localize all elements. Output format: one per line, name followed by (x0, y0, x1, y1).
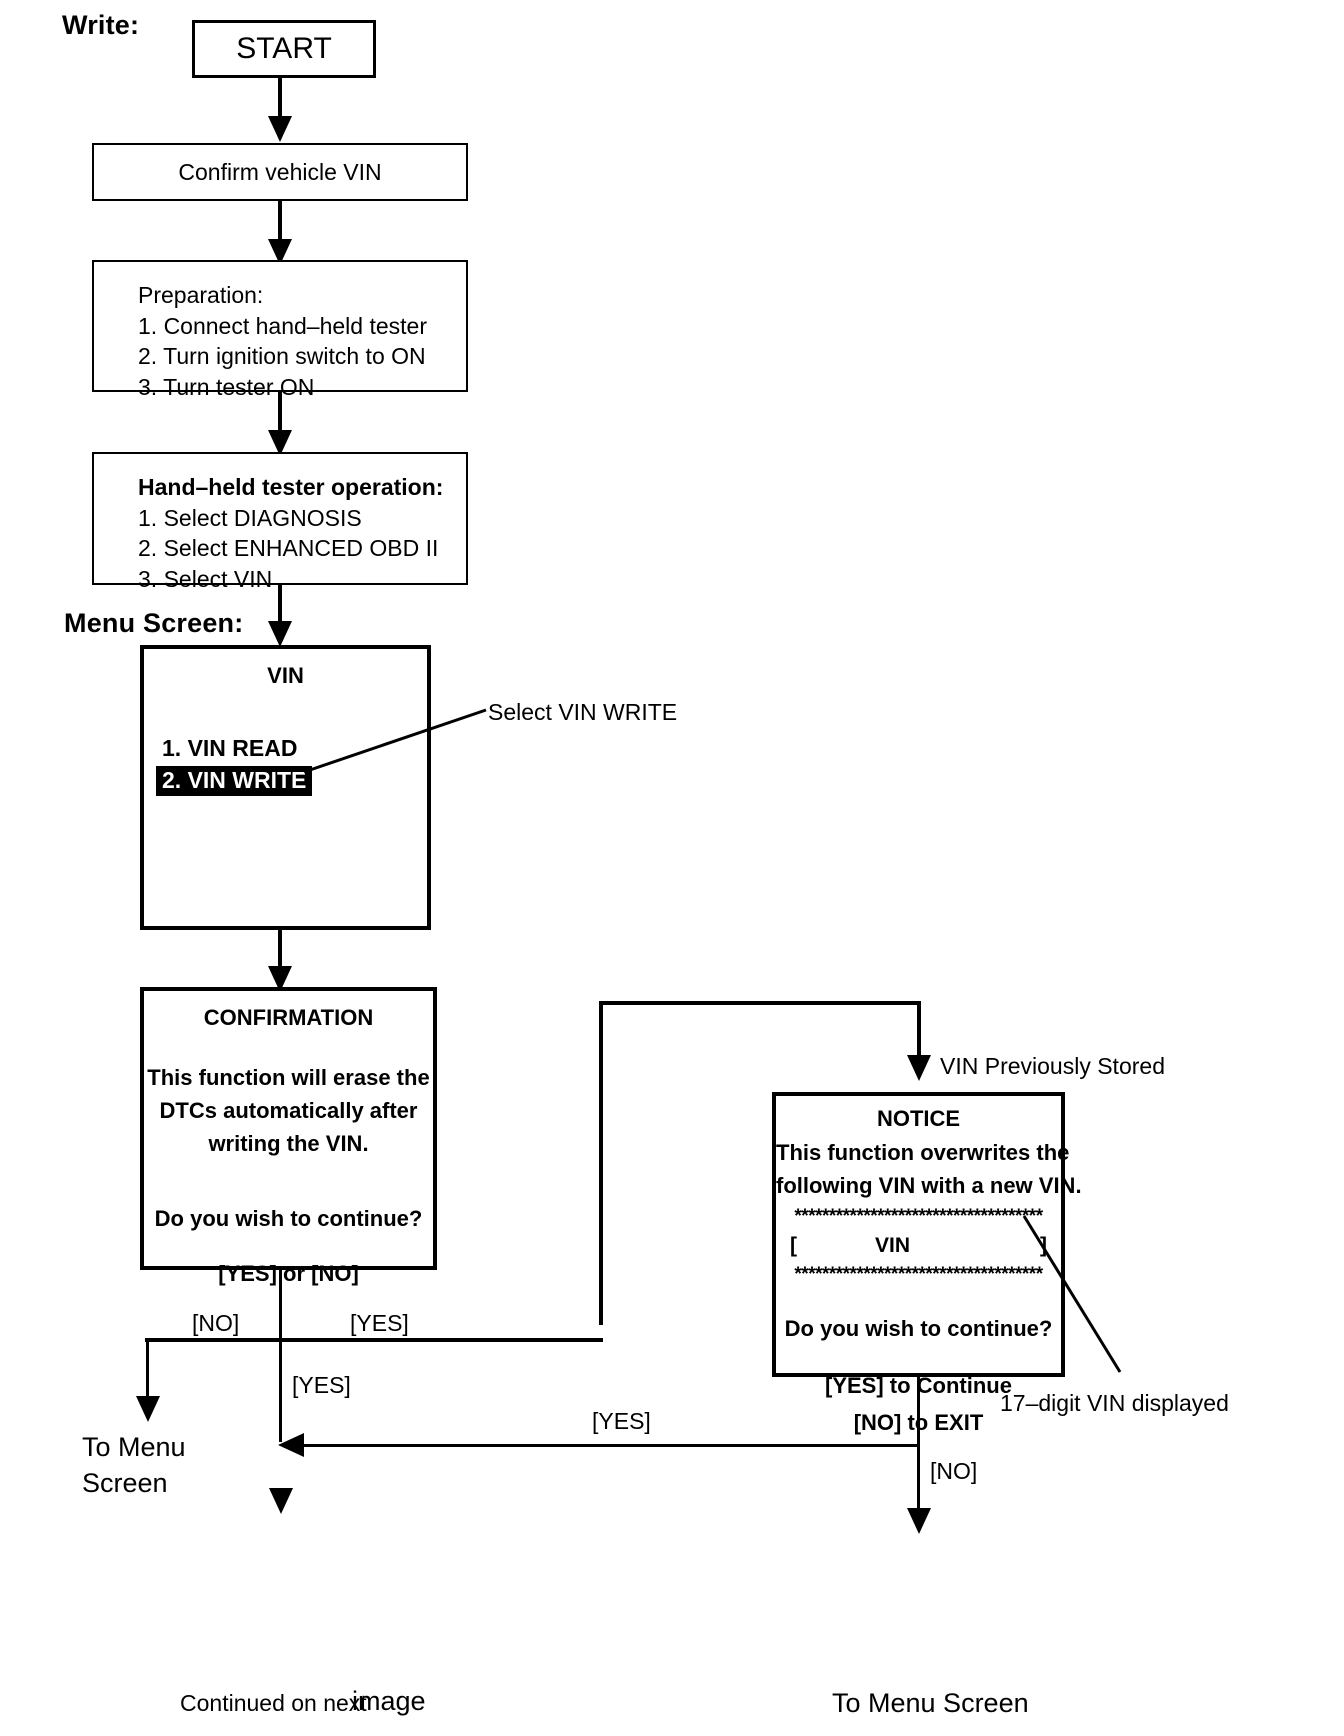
node-start: START (192, 20, 376, 78)
tester-operation-step-2: 2. Select ENHANCED OBD II (138, 535, 439, 562)
node-start-label: START (236, 32, 332, 65)
connector-no-yes-split-bar (145, 1338, 603, 1342)
screen-confirmation-title: CONFIRMATION (203, 1005, 374, 1030)
notice-vin-value: VIN (874, 1234, 910, 1257)
connector-tester-to-vin-menu (278, 585, 282, 627)
arrowhead-to-notice (907, 1055, 931, 1081)
node-preparation: Preparation: 1. Connect hand–held tester… (92, 260, 468, 400)
confirmation-body-line-1: This function will erase the (147, 1065, 430, 1090)
arrowhead-notice-no-to-menu-screen (907, 1508, 931, 1534)
terminal-to-menu-screen-right: To Menu Screen (832, 1688, 1029, 1718)
terminal-to-menu-screen-left-line1: To Menu (82, 1432, 186, 1462)
edge-label-yes-return: [YES] (592, 1408, 651, 1434)
preparation-step-3: 3. Turn tester ON (138, 373, 315, 400)
notice-body-line-2: following VIN with a new VIN. (776, 1173, 1082, 1198)
connector-confirm-to-preparation (278, 201, 282, 245)
arrowhead-no-to-menu-screen (136, 1396, 160, 1422)
confirmation-body-line-3: writing the VIN. (208, 1131, 369, 1156)
node-tester-operation: Hand–held tester operation: 1. Select DI… (92, 452, 468, 592)
confirmation-choices: [YES] or [NO] (218, 1261, 359, 1286)
connector-preparation-to-tester (278, 392, 282, 436)
arrowhead-continued (269, 1488, 293, 1514)
tester-operation-step-1: 1. Select DIAGNOSIS (138, 504, 362, 531)
screen-notice-title: NOTICE (876, 1106, 961, 1131)
edge-label-yes-right: [YES] (350, 1310, 409, 1336)
notice-body-line-1: This function overwrites the (776, 1140, 1070, 1165)
terminal-continued-prefix: Continued on next (180, 1690, 367, 1716)
preparation-heading: Preparation: (138, 282, 264, 308)
screen-notice: NOTICE This function overwrites the foll… (772, 1092, 1082, 1435)
connector-yes-to-notice-horizontal (599, 1001, 921, 1005)
terminal-to-menu-screen-left-line2: Screen (82, 1468, 168, 1498)
arrowhead-notice-yes-return (278, 1433, 304, 1457)
edge-label-no-left: [NO] (192, 1310, 240, 1336)
connector-no-branch-vertical (146, 1338, 149, 1400)
notice-question: Do you wish to continue? (784, 1316, 1053, 1341)
menu-item-vin-write[interactable]: 2. VIN WRITE (156, 766, 313, 796)
notice-vin-bracket-left: [ (790, 1234, 797, 1257)
arrowhead-preparation-to-tester (268, 430, 292, 456)
callout-17-digit-vin: 17–digit VIN displayed (1000, 1390, 1229, 1416)
terminal-continued-suffix: image (352, 1686, 426, 1716)
screen-vin-menu-title: VIN (267, 663, 304, 688)
preparation-step-2: 2. Turn ignition switch to ON (138, 343, 426, 370)
connector-notice-no-vertical (917, 1377, 920, 1523)
menu-item-vin-read[interactable]: 1. VIN READ (162, 735, 298, 761)
screen-vin-menu: VIN 1. VIN READ 2. VIN WRITE (140, 645, 431, 930)
connector-confirmation-stem (279, 1270, 282, 1442)
confirmation-body-line-2: DTCs automatically after (159, 1098, 418, 1123)
tester-operation-heading: Hand–held tester operation: (138, 474, 444, 500)
edge-label-yes-down: [YES] (292, 1372, 351, 1398)
menu-screen-label: Menu Screen: (64, 608, 244, 638)
tester-operation-step-3: 3. Select VIN (138, 565, 273, 592)
arrowhead-tester-to-vin-menu (268, 621, 292, 647)
callout-leader-17-digit-vin (1022, 1215, 1122, 1373)
node-confirm-vehicle-vin-label: Confirm vehicle VIN (178, 158, 382, 185)
callout-select-vin-write: Select VIN WRITE (488, 699, 678, 725)
diagram-title-label: Write: (62, 10, 140, 40)
screen-confirmation: CONFIRMATION This function will erase th… (140, 987, 437, 1286)
preparation-step-1: 1. Connect hand–held tester (138, 312, 427, 339)
notice-divider-bottom: ************************************ (794, 1264, 1043, 1285)
connector-yes-to-notice-vertical-left (599, 1001, 603, 1325)
callout-vin-previously-stored: VIN Previously Stored (940, 1053, 1165, 1079)
connector-notice-yes-return (300, 1444, 920, 1447)
callout-leader-select-vin-write (303, 708, 487, 774)
node-confirm-vehicle-vin: Confirm vehicle VIN (92, 143, 468, 201)
notice-divider-top: ************************************ (794, 1206, 1043, 1227)
arrowhead-start-to-confirm (268, 116, 292, 142)
connector-start-to-confirm (278, 78, 282, 120)
connector-vin-menu-to-confirmation (278, 930, 282, 972)
confirmation-question: Do you wish to continue? (154, 1206, 423, 1231)
connector-yes-to-notice-vertical-right (917, 1001, 921, 1061)
edge-label-no-down: [NO] (930, 1458, 978, 1484)
